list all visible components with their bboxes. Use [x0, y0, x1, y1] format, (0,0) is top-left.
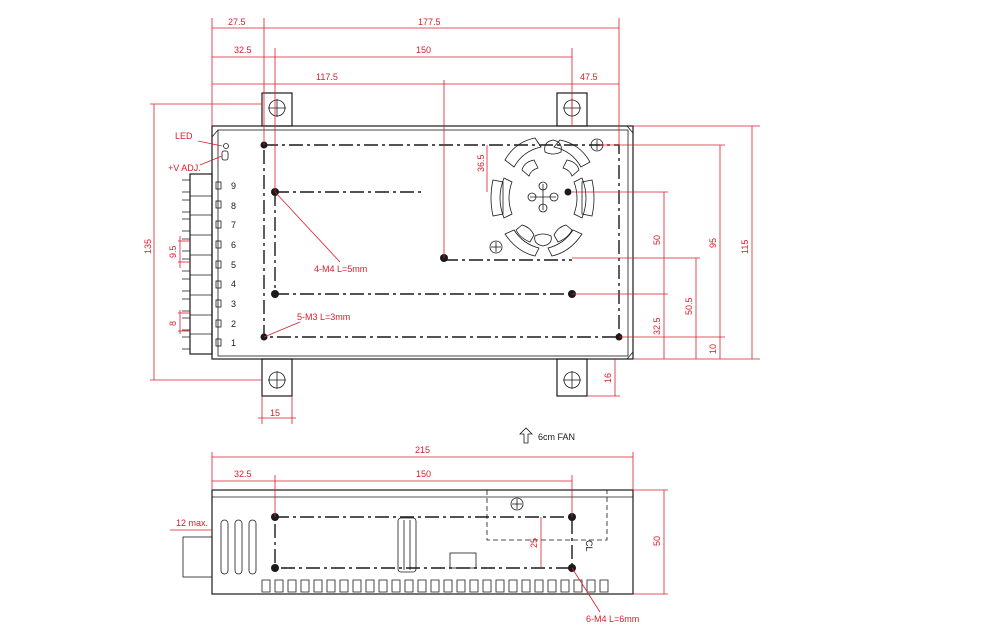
hole [271, 564, 279, 572]
dim-label: 9.5 [168, 245, 178, 258]
vadj-potentiometer [221, 150, 229, 161]
dim-label: 177.5 [418, 17, 441, 27]
dim-label: 16 [603, 373, 613, 383]
dim-label: 47.5 [580, 72, 598, 82]
terminal-number: 5 [231, 260, 236, 270]
fan-grille [490, 137, 595, 257]
terminal-number: 2 [231, 319, 236, 329]
terminal-number: 6 [231, 240, 236, 250]
m4-side-label: 6-M4 L=6mm [586, 614, 639, 624]
mounting-ear-bottom-right [556, 358, 588, 397]
led-icon [223, 143, 229, 149]
side-mount-pattern [274, 516, 573, 569]
top-view: 9 8 7 6 5 4 3 2 1 27.5 177.5 32.5 1 [143, 17, 760, 424]
dim-label: 25 [529, 538, 539, 548]
m4-label: 4-M4 L=5mm [314, 264, 367, 274]
dim-label: 50 [652, 536, 662, 546]
side-view: CL 215 32.5 150 50 25 12 max. 6-M4 L=6mm [170, 445, 668, 624]
dim-label: 32.5 [234, 45, 252, 55]
up-arrow-icon [519, 427, 533, 444]
mount-pattern-outer [263, 144, 620, 338]
dim-label: 150 [416, 45, 431, 55]
dim-label: 50 [652, 235, 662, 245]
chamfer-br [626, 351, 634, 360]
terminal-number: 1 [231, 338, 236, 348]
led-label: LED [175, 131, 193, 141]
mounting-ear-top-left [261, 92, 293, 127]
screw-icon [489, 240, 503, 254]
fan-outline-dashed [486, 490, 608, 541]
bottom-vent-row [261, 579, 609, 593]
label-plate [449, 552, 477, 569]
fan-label: 6cm FAN [538, 432, 575, 442]
holes-side-view [271, 513, 576, 572]
dim-label: 150 [416, 469, 431, 479]
hole [564, 188, 572, 196]
top-dimension-lines: 27.5 177.5 32.5 150 117.5 47.5 36.5 50 [143, 17, 760, 424]
terminal-number: 4 [231, 279, 236, 289]
vadj-label: +V ADJ. [168, 163, 201, 173]
terminal-number: 7 [231, 220, 236, 230]
terminal-number: 3 [231, 299, 236, 309]
dim-label: 32.5 [652, 317, 662, 335]
m3-label: 5-M3 L=3mm [297, 312, 350, 322]
dim-label: 135 [143, 239, 153, 254]
case-inner-top [217, 129, 629, 357]
terminal-numbers: 9 8 7 6 5 4 3 2 1 [231, 181, 236, 348]
hole [271, 290, 279, 298]
chamfer-tr [626, 125, 634, 134]
dim-label: 15 [270, 408, 280, 418]
screw-icon [510, 497, 524, 511]
side-vents-left [220, 517, 417, 575]
fan-indicator: 6cm FAN [519, 427, 575, 444]
dim-label: 215 [415, 445, 430, 455]
terminal-number: 8 [231, 201, 236, 211]
max-label: 12 max. [176, 518, 208, 528]
chamfer-tl [211, 129, 219, 138]
terminal-number: 9 [231, 181, 236, 191]
dim-label: 32.5 [234, 469, 252, 479]
dim-label: 50.5 [684, 297, 694, 315]
dim-label: 117.5 [316, 72, 338, 82]
side-dimension-lines: 215 32.5 150 50 25 12 max. 6-M4 L=6mm [170, 445, 668, 624]
mounting-ear-bottom-left [261, 358, 293, 397]
dim-label: 95 [708, 238, 718, 248]
terminal-block [182, 173, 222, 355]
terminal-protrusion [182, 536, 213, 578]
dim-label: 10 [708, 344, 718, 354]
dim-label: 27.5 [228, 17, 246, 27]
dim-label: 36.5 [476, 154, 486, 172]
dim-label: 115 [740, 240, 750, 254]
holes-top-view [260, 141, 623, 341]
dim-label: 8 [168, 321, 178, 326]
centerline-symbol: CL [584, 540, 594, 552]
